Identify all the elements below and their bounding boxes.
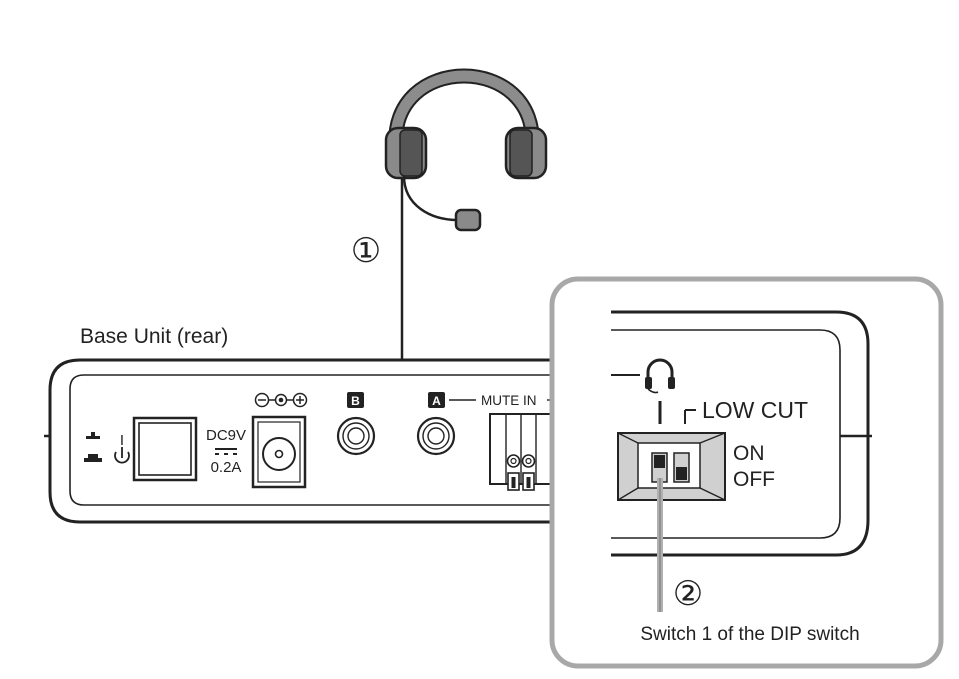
dc-symbol	[215, 448, 237, 455]
jack-a-label: A	[432, 394, 441, 408]
step-2-marker: ②	[673, 575, 703, 613]
base-unit-label: Base Unit (rear)	[80, 325, 228, 348]
jack-b[interactable]	[336, 416, 376, 456]
headset-icon	[384, 68, 548, 232]
off-label: OFF	[733, 468, 775, 491]
jack-a[interactable]	[416, 416, 456, 456]
dip-switch-1[interactable]	[651, 452, 668, 483]
dc-polarity-icon	[254, 392, 308, 408]
dc-voltage-label: DC9V	[206, 427, 246, 444]
on-label: ON	[733, 442, 765, 465]
power-switch[interactable]	[132, 416, 198, 482]
low-cut-bracket	[684, 409, 696, 424]
power-on-mark: I	[120, 432, 124, 449]
jack-b-badge: B	[347, 392, 364, 408]
headphone-icon	[645, 358, 675, 394]
step-1-marker: ①	[351, 232, 381, 270]
mute-in-label: MUTE IN	[481, 393, 537, 408]
jack-b-label: B	[351, 394, 360, 408]
dc-power-jack[interactable]	[251, 415, 307, 489]
power-standby-icon	[114, 447, 130, 464]
dc-current-label: 0.2A	[211, 459, 242, 476]
dip-switch-caption: Switch 1 of the DIP switch	[640, 624, 859, 645]
power-switch-markings: I	[84, 432, 124, 462]
dip-switch	[617, 432, 726, 501]
low-cut-label: LOW CUT	[702, 397, 808, 423]
mute-in-terminal[interactable]	[489, 413, 553, 491]
jack-a-badge: A	[428, 392, 445, 408]
dip-switch-2[interactable]	[673, 452, 690, 483]
